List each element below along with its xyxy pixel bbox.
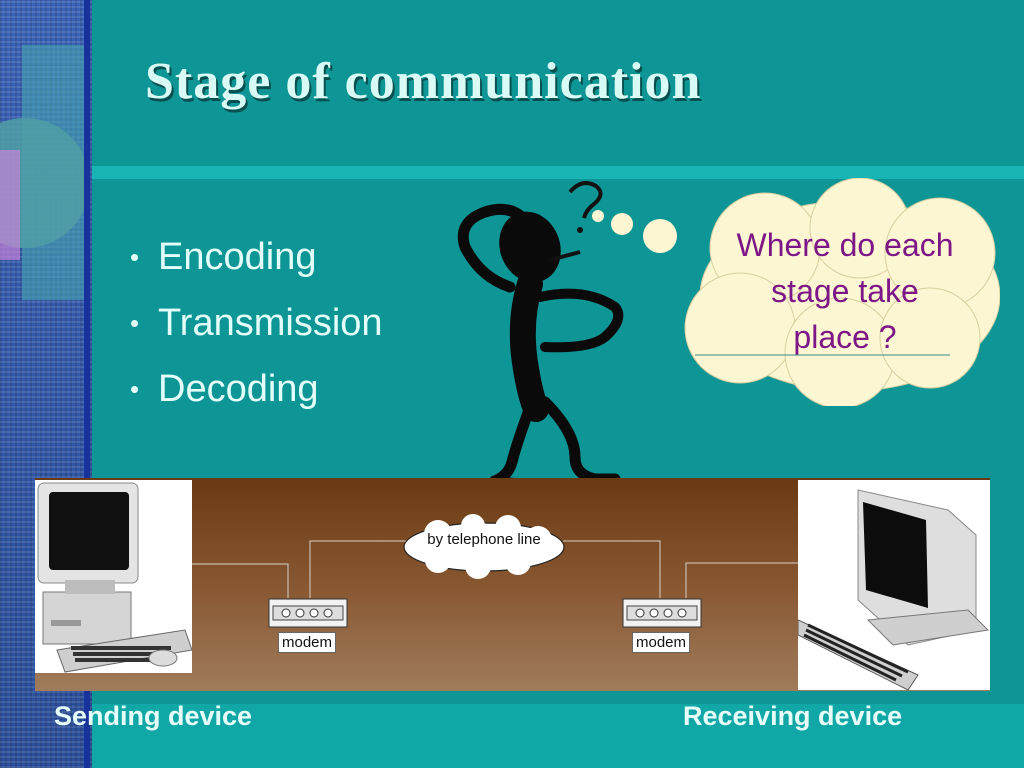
channel-label: by telephone line	[427, 531, 541, 548]
bullet-text: Transmission	[158, 302, 383, 344]
bullet-item: • Decoding	[130, 364, 383, 430]
receiving-device-caption: Receiving device	[683, 701, 903, 731]
footer-bar	[92, 704, 1024, 768]
bullet-list: • Encoding • Transmission • Decoding	[130, 232, 383, 430]
strip-decoration-band	[0, 150, 20, 260]
thought-line-1: Where do each	[736, 227, 954, 263]
thought-cloud-icon	[609, 177, 1001, 409]
title-underline-bar	[92, 166, 1024, 179]
thought-dots-icon	[592, 210, 677, 253]
receiving-computer	[797, 480, 990, 691]
telephone-line-cloud: by telephone line	[398, 514, 570, 580]
strip-divider-line	[84, 0, 90, 768]
modem-icon	[622, 598, 702, 628]
sending-computer	[35, 480, 193, 673]
bullet-item: • Encoding	[130, 232, 383, 298]
thought-bubble: Where do each stage take place ?	[609, 177, 1001, 409]
bullet-dot-icon: •	[130, 374, 140, 404]
bullet-text: Decoding	[158, 368, 319, 410]
bullet-item: • Transmission	[130, 298, 383, 364]
sending-device-caption: Sending device	[54, 701, 253, 731]
modem-label-right: modem	[632, 632, 691, 653]
bullet-dot-icon: •	[130, 308, 140, 338]
modem-icon	[268, 598, 348, 628]
bullet-text: Encoding	[158, 236, 317, 278]
modem-label-left: modem	[278, 632, 337, 653]
cloud-icon	[403, 514, 565, 579]
desktop-computer-icon	[37, 482, 193, 673]
desktop-computer-icon	[797, 489, 990, 691]
thought-line-2: stage take	[771, 273, 919, 309]
slide-title: Stage of communication	[145, 53, 702, 110]
bullet-dot-icon: •	[130, 242, 140, 272]
thought-bubble-text: Where do each stage take place ?	[700, 222, 990, 360]
thought-line-3: place ?	[793, 319, 897, 355]
